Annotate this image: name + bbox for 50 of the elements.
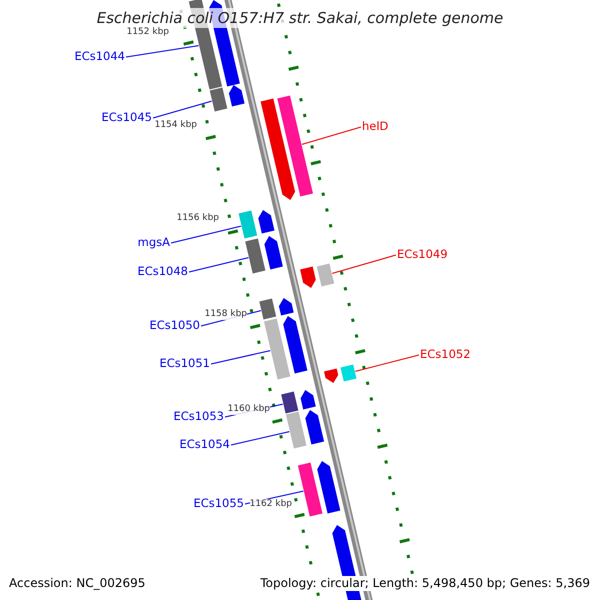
scale-label: 1160 kbp — [228, 404, 270, 415]
gene-bar — [286, 412, 306, 448]
gene-label: ECs1054 — [179, 437, 230, 451]
gene-block — [324, 368, 338, 383]
footer-text: Accession: NC_002695 — [9, 576, 146, 591]
gene-block — [278, 298, 294, 316]
gene-block — [300, 390, 316, 410]
leader-line — [230, 431, 290, 446]
gene-label: ECs1052 — [420, 347, 471, 361]
scale-label: 1154 kbp — [154, 120, 197, 131]
gene-bar — [238, 210, 258, 238]
gene-block — [317, 461, 340, 514]
gene-bar — [277, 96, 313, 196]
gene-bar — [259, 298, 276, 320]
leader-line — [152, 100, 212, 118]
leader-line — [188, 257, 249, 272]
gene-bar — [316, 264, 334, 286]
gene-label: helD — [362, 119, 388, 133]
gene-block — [264, 236, 283, 270]
gene-bar — [210, 88, 228, 112]
gene-label: ECs1049 — [397, 247, 448, 261]
gene-label: ECs1055 — [193, 496, 244, 510]
gene-bar — [264, 318, 290, 380]
leader-line — [332, 254, 396, 274]
gene-block — [228, 85, 245, 106]
gene-bar — [281, 392, 298, 414]
gene-label: ECs1048 — [137, 264, 188, 278]
gene-bar — [245, 238, 266, 274]
gene-label: ECs1044 — [74, 49, 125, 63]
gene-block — [300, 266, 316, 288]
gene-label: ECs1053 — [173, 409, 224, 423]
scale-label: 1156 kbp — [176, 213, 219, 224]
scale-label: 1162 kbp — [250, 499, 292, 510]
leader-line — [302, 126, 362, 145]
gene-label: ECs1050 — [149, 318, 200, 332]
gene-block — [283, 316, 308, 374]
footer-text: Topology: circular; Length: 5,498,450 bp; Genes: 5,369 — [260, 576, 590, 591]
scale-label: 1152 kbp — [126, 27, 169, 38]
gene-label: ECs1045 — [101, 110, 152, 124]
gene-label: mgsA — [138, 235, 170, 249]
leader-line — [354, 354, 420, 372]
leader-line — [210, 350, 271, 364]
leader-line — [126, 45, 200, 58]
gene-block — [258, 210, 274, 234]
gene-block — [260, 98, 296, 200]
scale-label: 1158 kbp — [204, 309, 247, 320]
leader-line — [170, 226, 242, 244]
gene-label: ECs1051 — [159, 356, 210, 370]
gene-bar — [340, 364, 356, 382]
gene-bar — [298, 462, 322, 516]
